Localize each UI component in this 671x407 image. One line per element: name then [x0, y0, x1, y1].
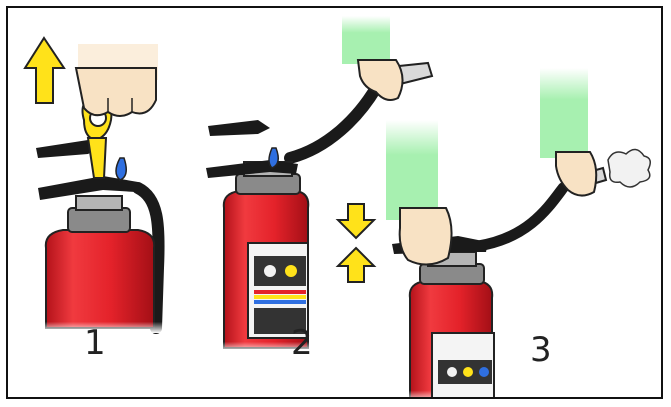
- seal-drop: [116, 158, 126, 180]
- up-arrow-icon: [338, 248, 374, 282]
- extinguisher-steps-illustration: [8, 8, 663, 399]
- hand: [400, 208, 452, 265]
- hose: [290, 88, 376, 158]
- up-arrow-icon: [25, 38, 64, 103]
- step-3-illustration: [338, 68, 650, 399]
- hand: [358, 60, 403, 100]
- spray-cloud: [608, 149, 650, 187]
- down-arrow-icon: [338, 204, 374, 238]
- hose: [478, 188, 563, 246]
- step-number-3: 3: [530, 333, 552, 367]
- step-number-2: 2: [291, 326, 313, 360]
- step-1-illustration: [25, 38, 168, 333]
- hand: [76, 68, 156, 116]
- illustration-frame: 1 2 3: [6, 6, 663, 399]
- step-number-1: 1: [84, 326, 106, 360]
